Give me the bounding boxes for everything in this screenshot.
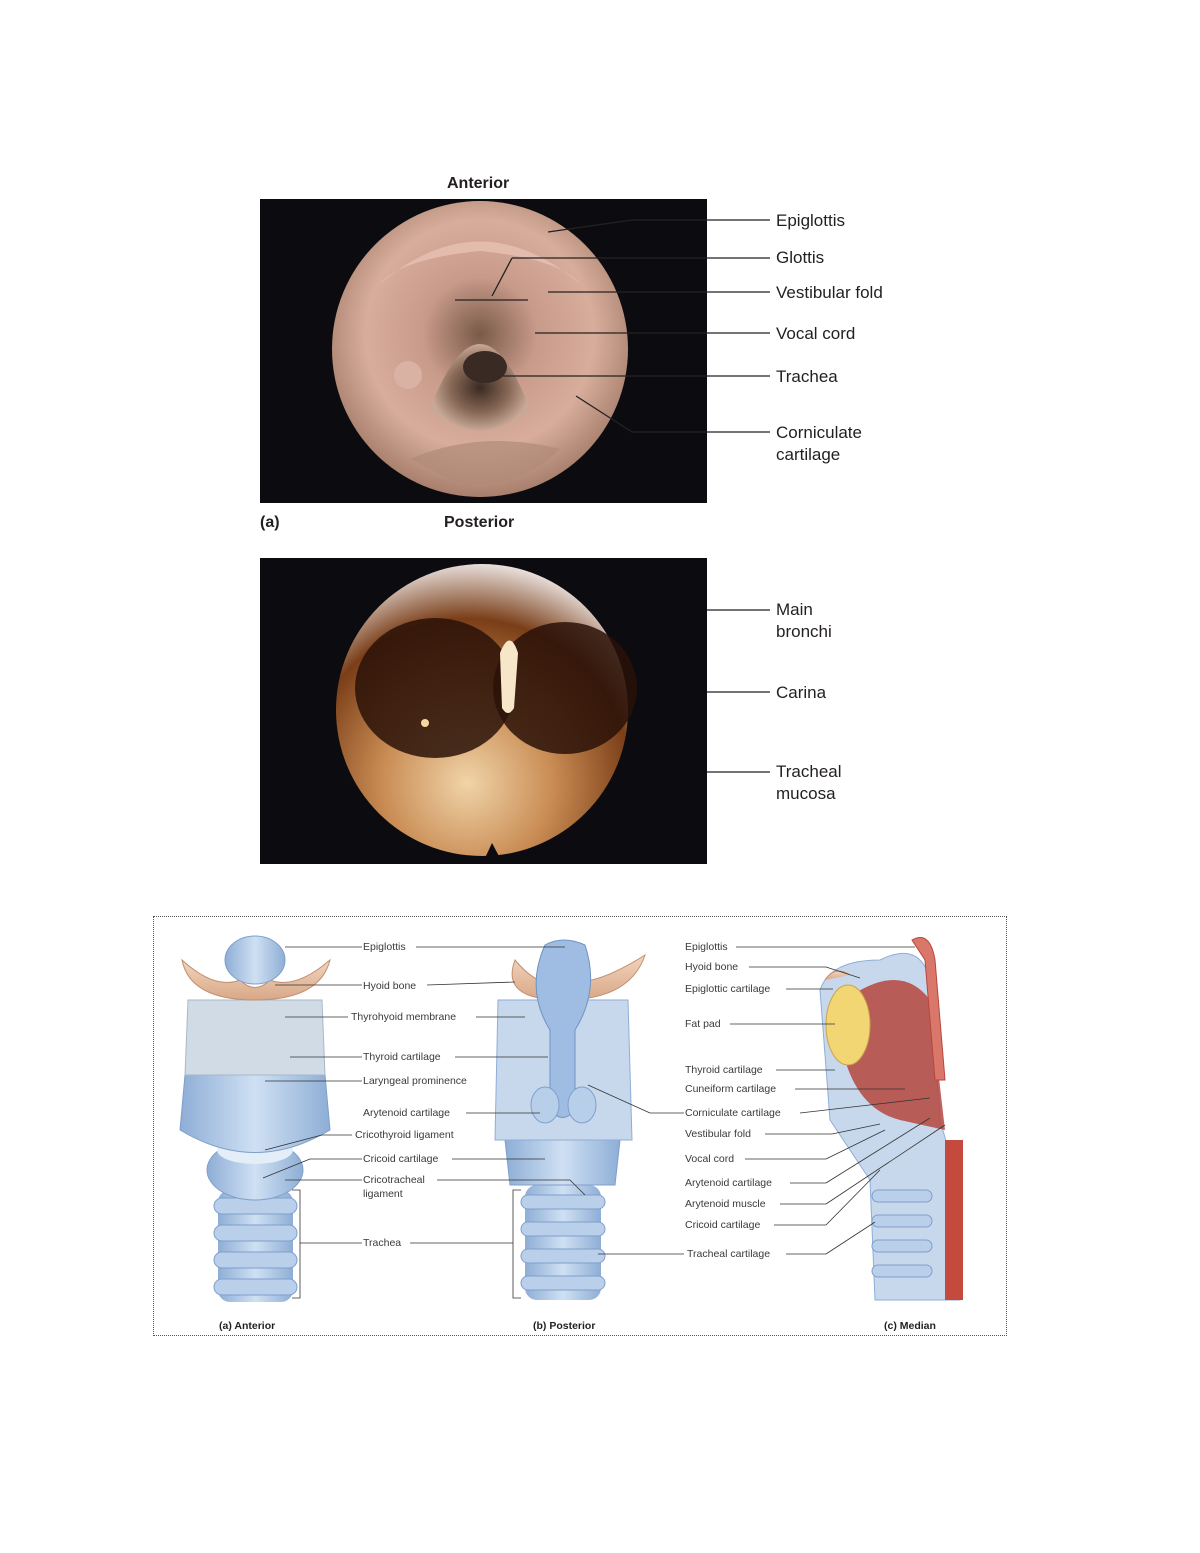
label-vocal-cord: Vocal cord bbox=[776, 324, 856, 343]
diag-label-thyroid-cartilage: Thyroid cartilage bbox=[363, 1051, 441, 1063]
label-cartilage: cartilage bbox=[776, 445, 841, 464]
diag-label-ligament: ligament bbox=[363, 1188, 403, 1200]
orientation-anterior: Anterior bbox=[447, 175, 510, 192]
median-label-corniculate-cartilage: Corniculate cartilage bbox=[685, 1107, 781, 1119]
diag-label-cricotracheal: Cricotracheal bbox=[363, 1174, 425, 1186]
carina-photo bbox=[260, 558, 707, 864]
median-label-hyoid-bone: Hyoid bone bbox=[685, 961, 739, 973]
label-main: Main bbox=[776, 600, 813, 619]
median-label-arytenoid-cartilage: Arytenoid cartilage bbox=[685, 1177, 772, 1189]
caption-median: (c) Median bbox=[884, 1320, 936, 1332]
caption-posterior: (b) Posterior bbox=[533, 1320, 596, 1332]
larynx-diagram-frame bbox=[153, 916, 1007, 1336]
label-bronchi: bronchi bbox=[776, 622, 832, 641]
caption-anterior: (a) Anterior bbox=[219, 1320, 276, 1332]
median-label-fat-pad: Fat pad bbox=[685, 1018, 721, 1030]
label-glottis: Glottis bbox=[776, 248, 825, 267]
label-corniculate: Corniculate bbox=[776, 423, 862, 442]
label-carina: Carina bbox=[776, 683, 827, 702]
panel-label-a: (a) bbox=[260, 514, 280, 531]
median-label-cuneiform-cartilage: Cuneiform cartilage bbox=[685, 1083, 777, 1095]
larynx-photo bbox=[260, 199, 707, 503]
diag-label-arytenoid-cartilage: Arytenoid cartilage bbox=[363, 1107, 450, 1119]
diag-label-epiglottis: Epiglottis bbox=[363, 941, 406, 953]
median-label-arytenoid-muscle: Arytenoid muscle bbox=[685, 1198, 766, 1210]
median-label-vocal-cord: Vocal cord bbox=[685, 1153, 735, 1165]
diag-label-thyrohyoid-membrane: Thyrohyoid membrane bbox=[351, 1011, 457, 1023]
median-label-tracheal-cartilage: Tracheal cartilage bbox=[687, 1248, 771, 1260]
label-mucosa: mucosa bbox=[776, 784, 836, 803]
diag-label-trachea: Trachea bbox=[363, 1237, 402, 1249]
label-trachea: Trachea bbox=[776, 367, 838, 386]
label-vestibular-fold: Vestibular fold bbox=[776, 283, 883, 302]
median-label-epiglottic-cartilage: Epiglottic cartilage bbox=[685, 983, 771, 995]
diag-label-cricoid-cartilage: Cricoid cartilage bbox=[363, 1153, 439, 1165]
diag-label-laryngeal-prominence: Laryngeal prominence bbox=[363, 1075, 467, 1087]
label-epiglottis: Epiglottis bbox=[776, 211, 845, 230]
median-label-epiglottis: Epiglottis bbox=[685, 941, 728, 953]
diag-label-hyoid-bone: Hyoid bone bbox=[363, 980, 417, 992]
median-label-vestibular-fold: Vestibular fold bbox=[685, 1128, 751, 1140]
diag-label-cricothyroid-ligament: Cricothyroid ligament bbox=[355, 1129, 454, 1141]
median-label-thyroid-cartilage: Thyroid cartilage bbox=[685, 1064, 763, 1076]
median-label-cricoid-cartilage: Cricoid cartilage bbox=[685, 1219, 761, 1231]
orientation-posterior: Posterior bbox=[444, 514, 515, 531]
label-tracheal: Tracheal bbox=[776, 762, 842, 781]
